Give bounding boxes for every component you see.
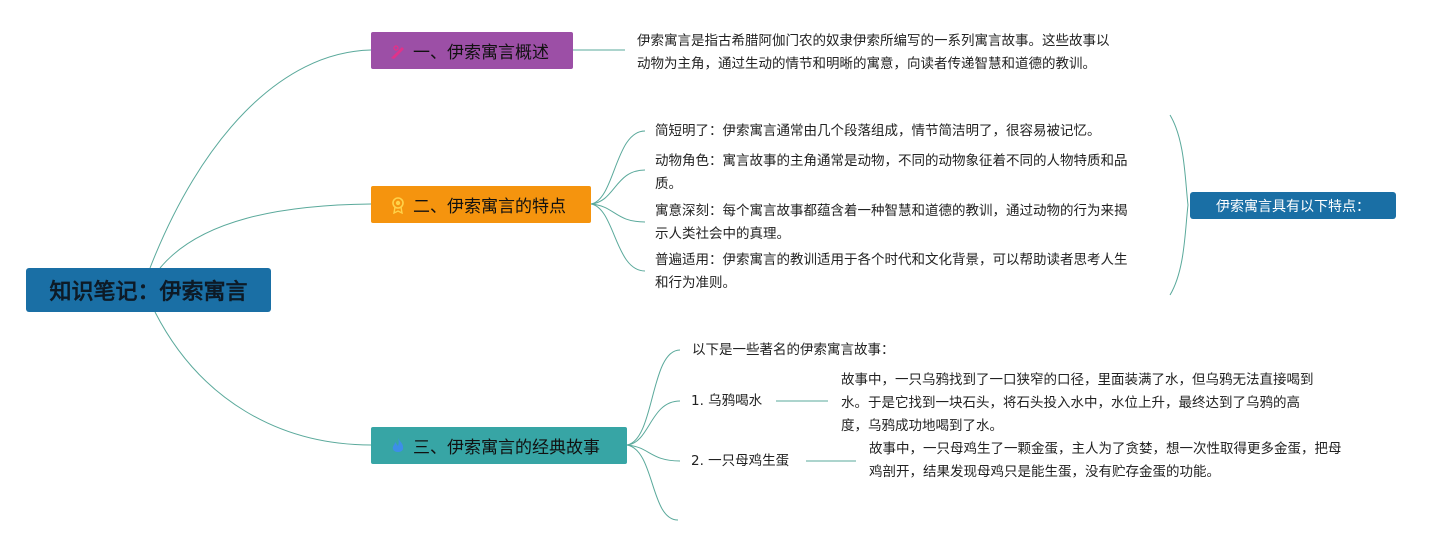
story-title-text: 2. 一只母鸡生蛋	[691, 453, 790, 469]
story-title: 1. 乌鸦喝水	[691, 390, 762, 413]
overview-text-line: 动物为主角，通过生动的情节和明晰的寓意，向读者传递智慧和道德的教训。	[637, 56, 1096, 72]
connector-b2-item1	[590, 130, 646, 205]
connector-b3-intro	[626, 349, 681, 446]
story-text: 故事中，一只乌鸦找到了一口狭窄的口径，里面装满了水，但乌鸦无法直接喝到 水。于是…	[841, 369, 1314, 438]
branch-overview[interactable]: 一、伊索寓言概述	[371, 32, 573, 69]
summary-bracket	[1169, 114, 1189, 296]
story-title-text: 1. 乌鸦喝水	[691, 393, 763, 409]
stories-intro: 以下是一些著名的伊索寓言故事：	[692, 339, 895, 362]
connector-root-b1	[149, 49, 372, 269]
connector-b3-story2	[626, 444, 681, 462]
branch-features-label: 二、伊索寓言的特点	[413, 197, 566, 217]
stories-intro-line: 以下是一些著名的伊索寓言故事：	[692, 342, 895, 358]
connector-root-b2	[159, 203, 372, 269]
story-text-line: 水。于是它找到一块石头，将石头投入水中，水位上升，最终达到了乌鸦的高	[841, 395, 1300, 411]
branch-overview-label: 一、伊索寓言概述	[413, 43, 549, 63]
feature-item-line: 和行为准则。	[655, 275, 736, 291]
connector-b2-item2	[590, 169, 646, 205]
story-text-line: 故事中，一只乌鸦找到了一口狭窄的口径，里面装满了水，但乌鸦无法直接喝到	[841, 372, 1314, 388]
root-topic[interactable]: 知识笔记：伊索寓言	[26, 268, 271, 312]
connector-b3-empty	[626, 444, 679, 521]
feature-item: 普遍适用：伊索寓言的教训适用于各个时代和文化背景，可以帮助读者思考人生 和行为准…	[655, 249, 1128, 295]
connector-b3-story1	[626, 400, 681, 446]
story-text: 故事中，一只母鸡生了一颗金蛋，主人为了贪婪，想一次性取得更多金蛋，把母 鸡剖开，…	[869, 438, 1342, 484]
features-summary-label: 伊索寓言具有以下特点：	[1216, 198, 1370, 215]
award-icon	[389, 196, 407, 214]
feature-item-line: 普遍适用：伊索寓言的教训适用于各个时代和文化背景，可以帮助读者思考人生	[655, 252, 1128, 268]
story-text-line: 鸡剖开，结果发现母鸡只是能生蛋，没有贮存金蛋的功能。	[869, 464, 1220, 480]
root-topic-label: 知识笔记：伊索寓言	[49, 280, 248, 305]
branch-classic-stories-label: 三、伊索寓言的经典故事	[413, 438, 600, 458]
overview-text: 伊索寓言是指古希腊阿伽门农的奴隶伊索所编写的一系列寓言故事。这些故事以 动物为主…	[637, 30, 1110, 76]
feature-item-line: 寓意深刻：每个寓言故事都蕴含着一种智慧和道德的教训，通过动物的行为来揭	[655, 203, 1128, 219]
connector-b2-item3	[590, 203, 646, 223]
branch-classic-stories[interactable]: 三、伊索寓言的经典故事	[371, 427, 627, 464]
story-text-line: 故事中，一只母鸡生了一颗金蛋，主人为了贪婪，想一次性取得更多金蛋，把母	[869, 441, 1342, 457]
pencil-icon	[389, 42, 407, 60]
branch-features[interactable]: 二、伊索寓言的特点	[371, 186, 591, 223]
flame-icon	[389, 437, 407, 455]
feature-item: 动物角色：寓言故事的主角通常是动物，不同的动物象征着不同的人物特质和品 质。	[655, 150, 1128, 196]
connector-root-b3	[154, 311, 372, 446]
story-title: 2. 一只母鸡生蛋	[691, 450, 789, 473]
feature-item-line: 示人类社会中的真理。	[655, 226, 790, 242]
overview-text-line: 伊索寓言是指古希腊阿伽门农的奴隶伊索所编写的一系列寓言故事。这些故事以	[637, 33, 1110, 49]
feature-item-line: 简短明了：伊索寓言通常由几个段落组成，情节简洁明了，很容易被记忆。	[655, 123, 1101, 139]
connector-b2-item4	[590, 203, 646, 272]
feature-item-line: 动物角色：寓言故事的主角通常是动物，不同的动物象征着不同的人物特质和品	[655, 153, 1128, 169]
features-summary[interactable]: 伊索寓言具有以下特点：	[1190, 192, 1396, 219]
feature-item: 寓意深刻：每个寓言故事都蕴含着一种智慧和道德的教训，通过动物的行为来揭 示人类社…	[655, 200, 1128, 246]
feature-item: 简短明了：伊索寓言通常由几个段落组成，情节简洁明了，很容易被记忆。	[655, 120, 1101, 143]
story-text-line: 度，乌鸦成功地喝到了水。	[841, 418, 1003, 434]
feature-item-line: 质。	[655, 176, 682, 192]
